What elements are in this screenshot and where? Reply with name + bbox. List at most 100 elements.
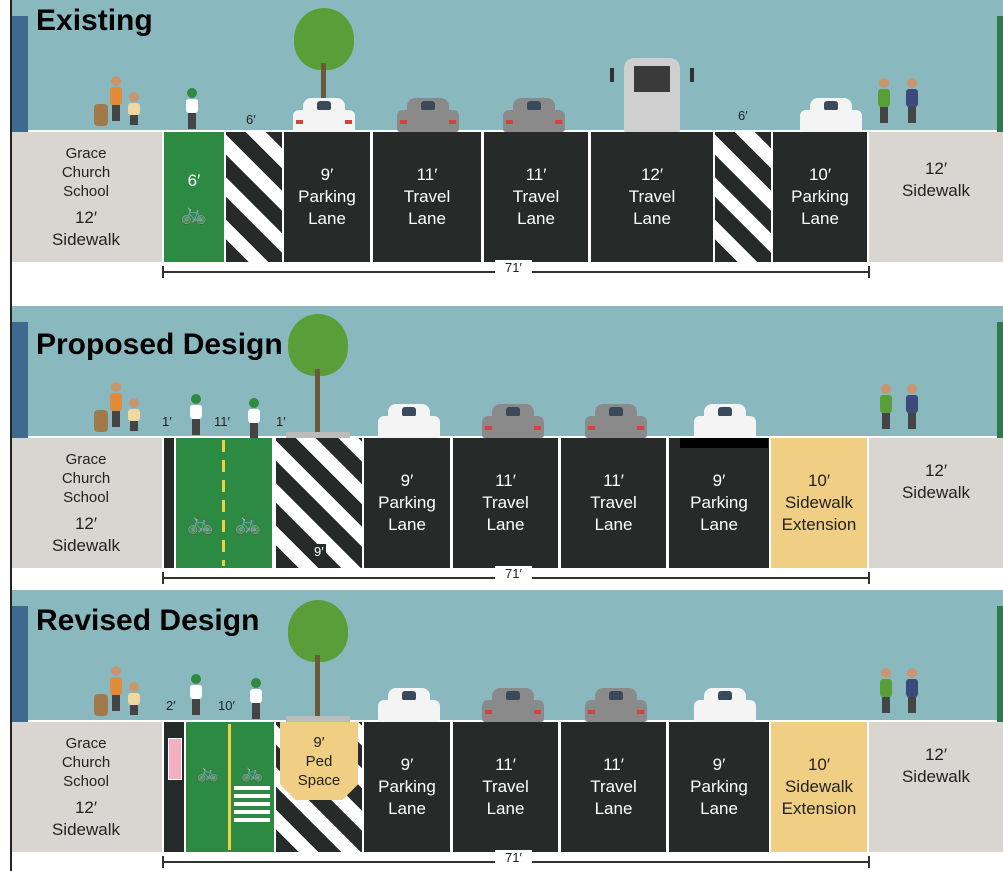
travel-lane: 11′ Travel Lane (484, 132, 588, 262)
bike-width-label: 1′ (162, 414, 172, 429)
sidewalk-right (869, 722, 1003, 852)
sidewalk-width: 12′ (924, 745, 948, 764)
lane-label: Parking (690, 777, 748, 796)
car-white (293, 98, 355, 132)
pedestrian (110, 382, 122, 427)
pedestrian (906, 384, 918, 429)
sidewalk-left (10, 722, 162, 852)
lane-width: 11′ (495, 471, 516, 490)
panel-title: Revised Design (36, 604, 260, 637)
parking-lane: 9′ Parking Lane (364, 722, 450, 852)
lane-label: Ped (305, 752, 333, 770)
parking-lane: 9′ Parking Lane (669, 438, 769, 568)
lane-divider (588, 132, 591, 262)
lane-width: 10′ (808, 165, 832, 184)
school-name-line: Grace (65, 450, 107, 468)
school-name-line: Church (61, 469, 111, 487)
travel-lane: 11′ Travel Lane (561, 722, 666, 852)
lane-divider (370, 132, 373, 262)
car-gray (503, 98, 565, 132)
lane-label: Travel (482, 777, 529, 796)
panel-revised: Revised Design Grace Church School 12′ S… (0, 590, 1003, 871)
dog (94, 694, 108, 716)
travel-lane: 11′ Travel Lane (453, 438, 558, 568)
bicycle-icon: 🚲 (196, 762, 219, 782)
sidewalk-left (10, 132, 162, 262)
school-name-line: School (63, 182, 109, 200)
sidewalk-label: Sidewalk (51, 819, 121, 839)
lane-label: Lane (517, 209, 555, 228)
pedestrian (880, 384, 892, 429)
car-gray (397, 98, 459, 132)
travel-lane: 11′ Travel Lane (453, 722, 558, 852)
lane-label: Lane (633, 209, 671, 228)
lane-label: Parking (378, 777, 436, 796)
lane-divider (558, 722, 561, 852)
school-name-line: School (63, 772, 109, 790)
lane-label: Travel (482, 493, 529, 512)
lane-width: 9′ (400, 755, 414, 774)
lane-label: Lane (408, 209, 446, 228)
tree-planter (286, 716, 350, 724)
buffer-width: 6′ (738, 108, 748, 123)
car-gray (482, 404, 544, 438)
car-gray (585, 688, 647, 722)
sidewalk-extension: 10′ Sidewalk Extension (771, 438, 867, 568)
car-white (800, 98, 862, 132)
dog (94, 104, 108, 126)
car-gray (585, 404, 647, 438)
lane-width: 9′ (712, 471, 726, 490)
parking-lane: 10′ Parking Lane (773, 132, 867, 262)
lane-width: 11′ (603, 755, 624, 774)
cyclist (248, 398, 260, 439)
sidewalk-left-label: Grace Church School 12′ Sidewalk (10, 438, 162, 568)
lane-width: 10′ (807, 755, 831, 774)
total-width-label: 71′ (495, 850, 532, 865)
lane-width: 6′ (187, 171, 201, 190)
car-gray (482, 688, 544, 722)
building-left (10, 16, 28, 132)
parking-lane: 9′ Parking Lane (284, 132, 370, 262)
lane-width: 11′ (416, 165, 438, 184)
travel-lane: 11′ Travel Lane (561, 438, 666, 568)
bicycle-icon: 🚲 (241, 762, 264, 782)
lane-width: 9′ (400, 471, 414, 490)
sidewalk-left (10, 438, 162, 568)
lane-label: Parking (378, 493, 436, 512)
lane-label: Travel (512, 187, 560, 206)
total-width-label: 71′ (495, 260, 532, 275)
pedestrian-child (128, 398, 140, 431)
lane-label: Lane (308, 209, 346, 228)
lane-label: Extension (781, 515, 857, 534)
panel-proposed: Proposed Design Grace Church School 12′ … (0, 306, 1003, 606)
car-white (694, 404, 756, 438)
lane-label: Lane (388, 799, 426, 818)
sidewalk-right (869, 438, 1003, 568)
bicycle-icon: 🚲 (234, 510, 262, 535)
pedestrian (906, 78, 918, 123)
cyclist (186, 88, 198, 129)
sidewalk-right-label: 12′ Sidewalk (869, 438, 1003, 568)
lane-width: 12′ (640, 165, 664, 184)
sidewalk-right (869, 132, 1003, 262)
lane-label: Travel (403, 187, 451, 206)
curb-strip (680, 438, 768, 448)
lane-width: 9′ (320, 165, 334, 184)
lane-label: Lane (594, 799, 633, 818)
lane-label: Extension (781, 799, 857, 818)
school-name-line: Church (61, 163, 111, 181)
lane-label: Travel (628, 187, 676, 206)
pedestrian (878, 78, 890, 123)
lane-width: 9′ (313, 733, 325, 751)
tree-planter (286, 432, 350, 440)
sidewalk-extension: 10′ Sidewalk Extension (771, 722, 867, 852)
lane-label: Lane (700, 515, 738, 534)
car-white (694, 688, 756, 722)
sidewalk-width: 12′ (74, 207, 98, 227)
bollard-sign (168, 738, 182, 780)
bicycle-icon: 🚲 (186, 510, 214, 535)
sidewalk-right-label: 12′ Sidewalk (869, 722, 1003, 852)
lane-divider (481, 132, 484, 262)
lane-label: Parking (791, 187, 849, 206)
